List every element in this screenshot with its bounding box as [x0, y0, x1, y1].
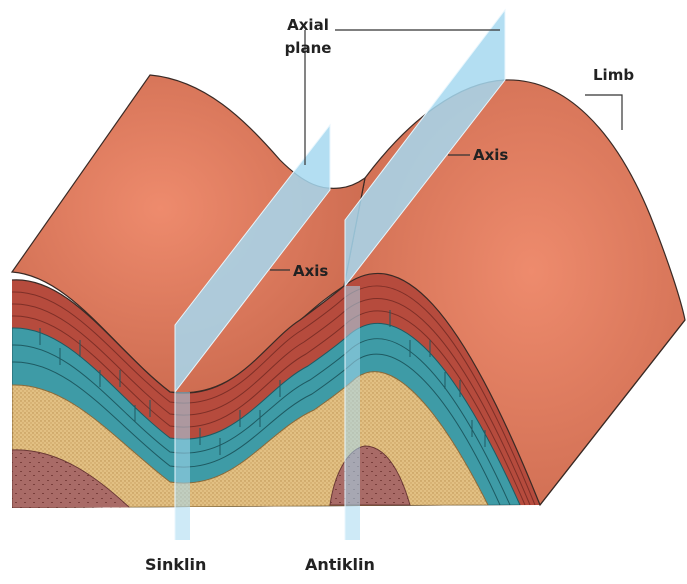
- antiklin-label: Antiklin: [305, 555, 375, 574]
- axis-lower-label: Axis: [293, 262, 328, 280]
- axial-plane-label-line2: plane: [285, 39, 332, 57]
- axis-upper-label: Axis: [473, 146, 508, 164]
- axial-plane-label-line1: Axial: [287, 16, 329, 34]
- sinklin-label: Sinklin: [145, 555, 206, 574]
- limb-label: Limb: [593, 66, 634, 84]
